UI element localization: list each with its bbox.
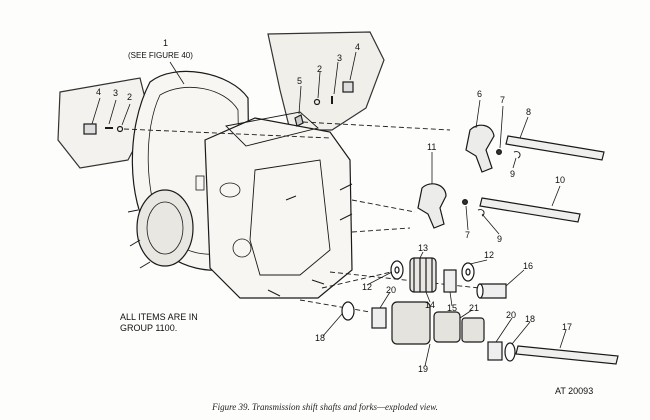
shift-fork-11 (417, 183, 447, 229)
callout-7: 7 (500, 95, 505, 105)
callout-3: 3 (337, 53, 342, 63)
plug-part-4-right (342, 81, 354, 93)
callout-9: 9 (497, 234, 502, 244)
inset-left-panel (57, 77, 151, 169)
callout-1: 1 (163, 38, 168, 48)
transmission-case (204, 117, 353, 299)
see-figure-note: (SEE FIGURE 40) (128, 51, 193, 60)
group-note-line-1: ALL ITEMS ARE IN (120, 312, 198, 322)
shift-shaft-10 (479, 197, 581, 223)
callout-labels: 1 2 3 4 4 3 2 5 6 7 8 9 10 11 7 9 12 13 … (96, 38, 572, 374)
gear-13 (409, 257, 437, 293)
callout-7: 7 (465, 230, 470, 240)
callout-4: 4 (96, 87, 101, 97)
callout-14: 14 (425, 300, 435, 310)
callout-17: 17 (562, 322, 572, 332)
thrust-washer-12-left (390, 260, 404, 280)
bell-opening (136, 189, 194, 267)
callout-20: 20 (506, 310, 516, 320)
callout-19: 19 (418, 364, 428, 374)
shaft-16 (479, 283, 507, 299)
countershaft-17 (515, 345, 619, 365)
callout-5: 5 (297, 76, 302, 86)
callout-9: 9 (510, 169, 515, 179)
callout-2: 2 (317, 64, 322, 74)
callout-15: 15 (447, 303, 457, 313)
callout-6: 6 (477, 89, 482, 99)
callout-8: 8 (526, 107, 531, 117)
callout-12: 12 (484, 250, 494, 260)
shift-shaft-8 (505, 135, 605, 161)
plug-part-4-left (83, 123, 97, 135)
inset-right-panel (267, 31, 385, 131)
callout-2: 2 (127, 92, 132, 102)
callout-18: 18 (525, 314, 535, 324)
callout-4: 4 (355, 42, 360, 52)
callout-12: 12 (362, 282, 372, 292)
group-note: ALL ITEMS ARE IN GROUP 1100. (120, 312, 198, 334)
group-note-line-2: GROUP 1100. (120, 323, 178, 333)
figure-caption: Figure 39. Transmission shift shafts and… (212, 402, 438, 412)
case-studs (127, 183, 353, 297)
callout-11: 11 (427, 142, 436, 152)
shift-fork-6 (465, 124, 495, 173)
thrust-washer-12-right (461, 262, 475, 282)
cluster-gear-19 (341, 301, 485, 345)
callout-16: 16 (523, 261, 533, 271)
callout-20: 20 (386, 285, 396, 295)
callout-21: 21 (469, 303, 479, 313)
callout-18: 18 (315, 333, 325, 343)
callout-13: 13 (418, 243, 428, 253)
figure-reference: AT 20093 (555, 386, 594, 396)
callout-10: 10 (555, 175, 565, 185)
callout-3: 3 (113, 88, 118, 98)
